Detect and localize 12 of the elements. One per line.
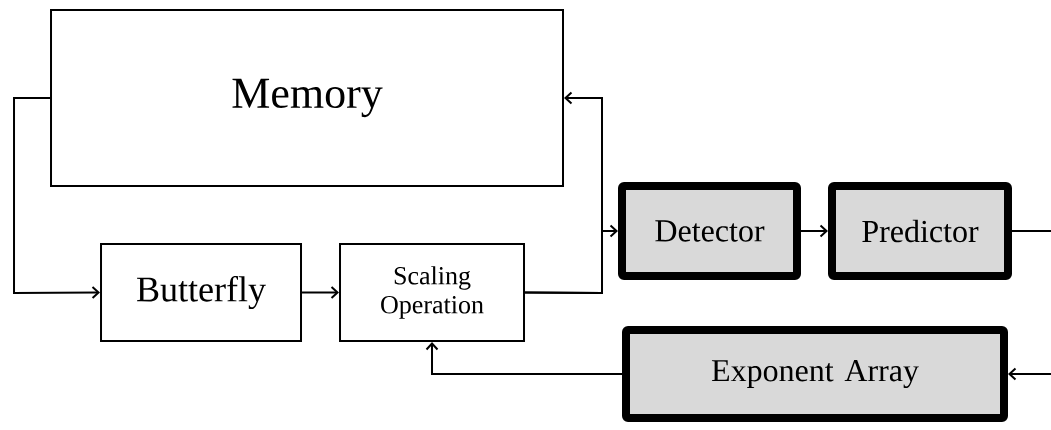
arrow xyxy=(1008,367,1051,381)
arrow xyxy=(13,97,100,300)
process-box: Detector xyxy=(618,182,801,280)
arrow xyxy=(800,224,828,238)
arrow xyxy=(425,342,623,375)
process-box: Exponent Array xyxy=(622,326,1008,422)
arrow xyxy=(524,224,618,294)
process-box: Memory xyxy=(50,9,564,187)
arrow xyxy=(301,286,339,299)
process-box: Butterfly xyxy=(100,243,302,342)
process-box: Scaling Operation xyxy=(339,243,525,342)
process-box: Predictor xyxy=(828,182,1012,280)
